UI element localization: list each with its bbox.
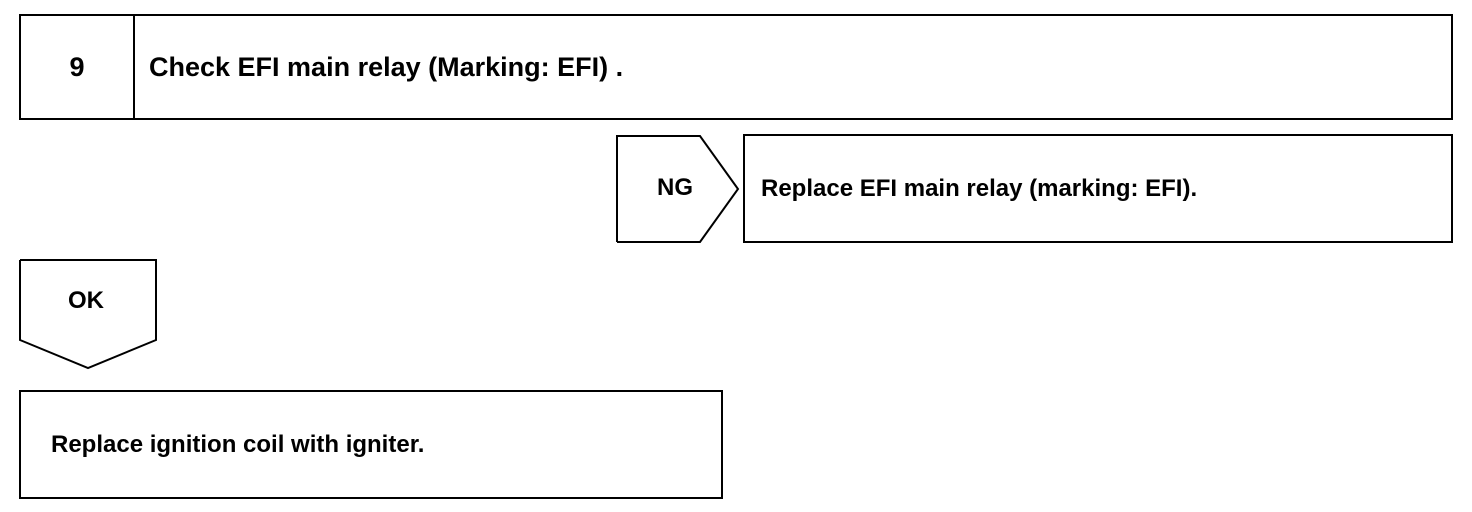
final-action-box: Replace ignition coil with igniter. (19, 390, 723, 499)
ok-arrow-outline (19, 259, 157, 370)
ng-arrow-outline (616, 135, 740, 243)
ng-label: NG (657, 174, 693, 201)
ng-arrow-shape (616, 135, 740, 243)
final-action-text: Replace ignition coil with igniter. (51, 430, 425, 458)
ng-action-box: Replace EFI main relay (marking: EFI). (743, 134, 1453, 243)
ng-action-text: Replace EFI main relay (marking: EFI). (761, 174, 1198, 202)
step-header-box: 9 Check EFI main relay (Marking: EFI) . (19, 14, 1453, 120)
step-title: Check EFI main relay (Marking: EFI) . (149, 51, 624, 82)
ok-label: OK (68, 287, 104, 314)
step-number: 9 (21, 16, 135, 118)
ok-arrow-shape (19, 259, 157, 370)
